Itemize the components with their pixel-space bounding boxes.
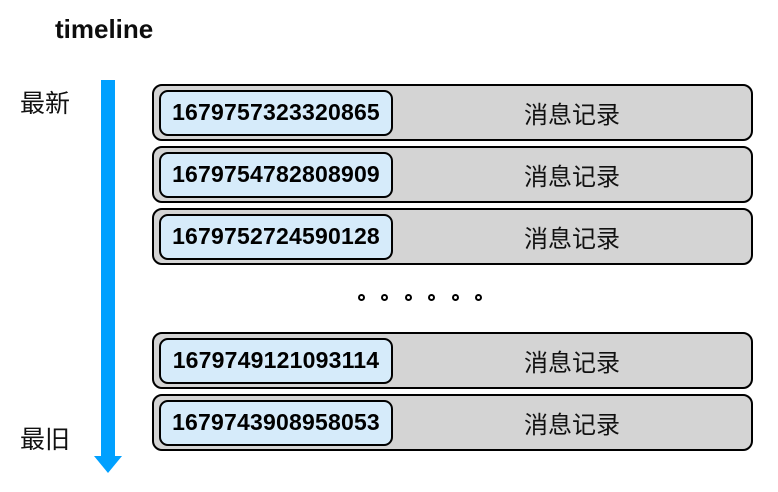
message-row: 1679752724590128 消息记录 xyxy=(152,208,753,265)
timestamp-id: 1679757323320865 xyxy=(172,99,380,125)
message-record-label: 消息记录 xyxy=(524,226,620,253)
timestamp-box: 1679757323320865 xyxy=(159,89,393,136)
ellipsis-dot-icon xyxy=(451,293,459,301)
ellipsis-dot-icon xyxy=(358,293,365,301)
timestamp-id: 1679749121093114 xyxy=(172,347,380,373)
timestamp-id: 1679743908958053 xyxy=(172,409,380,435)
timestamp-box: 1679754782808909 xyxy=(159,151,393,198)
timeline-arrow-shaft xyxy=(101,80,115,457)
ellipsis-dot-icon xyxy=(381,293,389,301)
ellipsis-dot-icon xyxy=(404,293,412,301)
ellipsis-dots xyxy=(358,292,482,302)
timestamp-box: 1679749121093114 xyxy=(159,337,393,384)
timeline-arrow-head-icon xyxy=(94,456,122,473)
timestamp-id: 1679754782808909 xyxy=(172,161,380,187)
message-record-label: 消息记录 xyxy=(524,350,620,377)
ellipsis-dot-icon xyxy=(474,293,482,301)
message-record-label: 消息记录 xyxy=(524,412,620,439)
timestamp-id: 1679752724590128 xyxy=(172,223,380,249)
timestamp-box: 1679743908958053 xyxy=(159,399,393,446)
message-row: 1679757323320865 消息记录 xyxy=(152,84,753,141)
timestamp-box: 1679752724590128 xyxy=(159,213,393,260)
message-row: 1679754782808909 消息记录 xyxy=(152,146,753,203)
message-row: 1679749121093114 消息记录 xyxy=(152,332,753,389)
ellipsis-dot-icon xyxy=(428,293,436,301)
message-record-label: 消息记录 xyxy=(524,164,620,191)
message-record-label: 消息记录 xyxy=(524,102,620,129)
message-row: 1679743908958053 消息记录 xyxy=(152,394,753,451)
oldest-label: 最旧 xyxy=(20,426,71,454)
diagram-title: timeline xyxy=(55,14,154,44)
newest-label: 最新 xyxy=(20,90,71,118)
